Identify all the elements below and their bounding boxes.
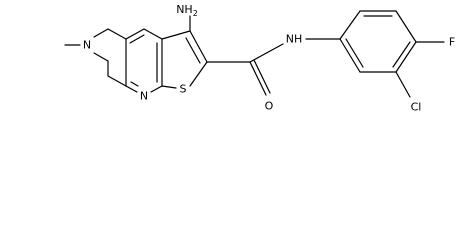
bond-c6p-c1p-inner xyxy=(345,38,364,68)
bond-c4p-c5p-inner xyxy=(392,41,411,68)
pyridine-nitrogen-label: N xyxy=(140,90,148,103)
bond-n-c5 xyxy=(93,28,109,38)
bond-c3p-c4p xyxy=(395,10,417,43)
bond-npy-c8a-inner xyxy=(130,81,139,87)
bond-c4b-c3 xyxy=(161,30,191,40)
structure-canvas: NH2 N N S NH O F Cl xyxy=(64,3,455,114)
amine-label: NH2 xyxy=(176,3,198,18)
molecule-drawing: NH2 N N S NH O F Cl xyxy=(64,3,455,114)
bond-c8-c8a xyxy=(107,75,127,87)
bond-c4p-c5p xyxy=(395,41,417,73)
bond-carbonyl-o-b xyxy=(253,59,271,94)
bond-c4a-c4-outer xyxy=(125,28,145,40)
bond-c4a-c4-inner xyxy=(129,34,145,44)
chlorine-label: Cl xyxy=(411,101,422,114)
amine-nh: NH xyxy=(176,3,193,16)
bond-npy-c8a-outer xyxy=(125,85,138,93)
bond-c3-c2-outer xyxy=(189,30,208,63)
bond-c5-c4a xyxy=(107,28,127,40)
thiophene-sulfur-label: S xyxy=(180,83,187,96)
bond-c1p-c2p xyxy=(339,10,361,40)
bond-n-c7 xyxy=(93,52,109,62)
ring-nitrogen-label: N xyxy=(83,39,91,52)
bond-carbonyl-nh xyxy=(249,43,284,63)
amine-subscript: 2 xyxy=(193,9,198,18)
bond-c2-s xyxy=(189,61,208,87)
atom-label-layer: NH2 N N S NH O F Cl xyxy=(83,3,455,114)
carbonyl-oxygen-label: O xyxy=(265,100,274,113)
bond-c4-c4b xyxy=(143,28,163,40)
bond-c5p-cl xyxy=(395,71,411,98)
bond-carbonyl-o-a xyxy=(249,61,267,96)
amide-nitrogen-label: NH xyxy=(286,33,303,46)
bond-c9a-npy xyxy=(150,85,163,93)
bond-s-c9a xyxy=(161,85,177,89)
bond-layer xyxy=(64,10,445,98)
fluorine-label: F xyxy=(449,36,455,49)
bond-c6p-c1p xyxy=(339,38,361,73)
bond-c3-c2-inner xyxy=(185,37,201,64)
